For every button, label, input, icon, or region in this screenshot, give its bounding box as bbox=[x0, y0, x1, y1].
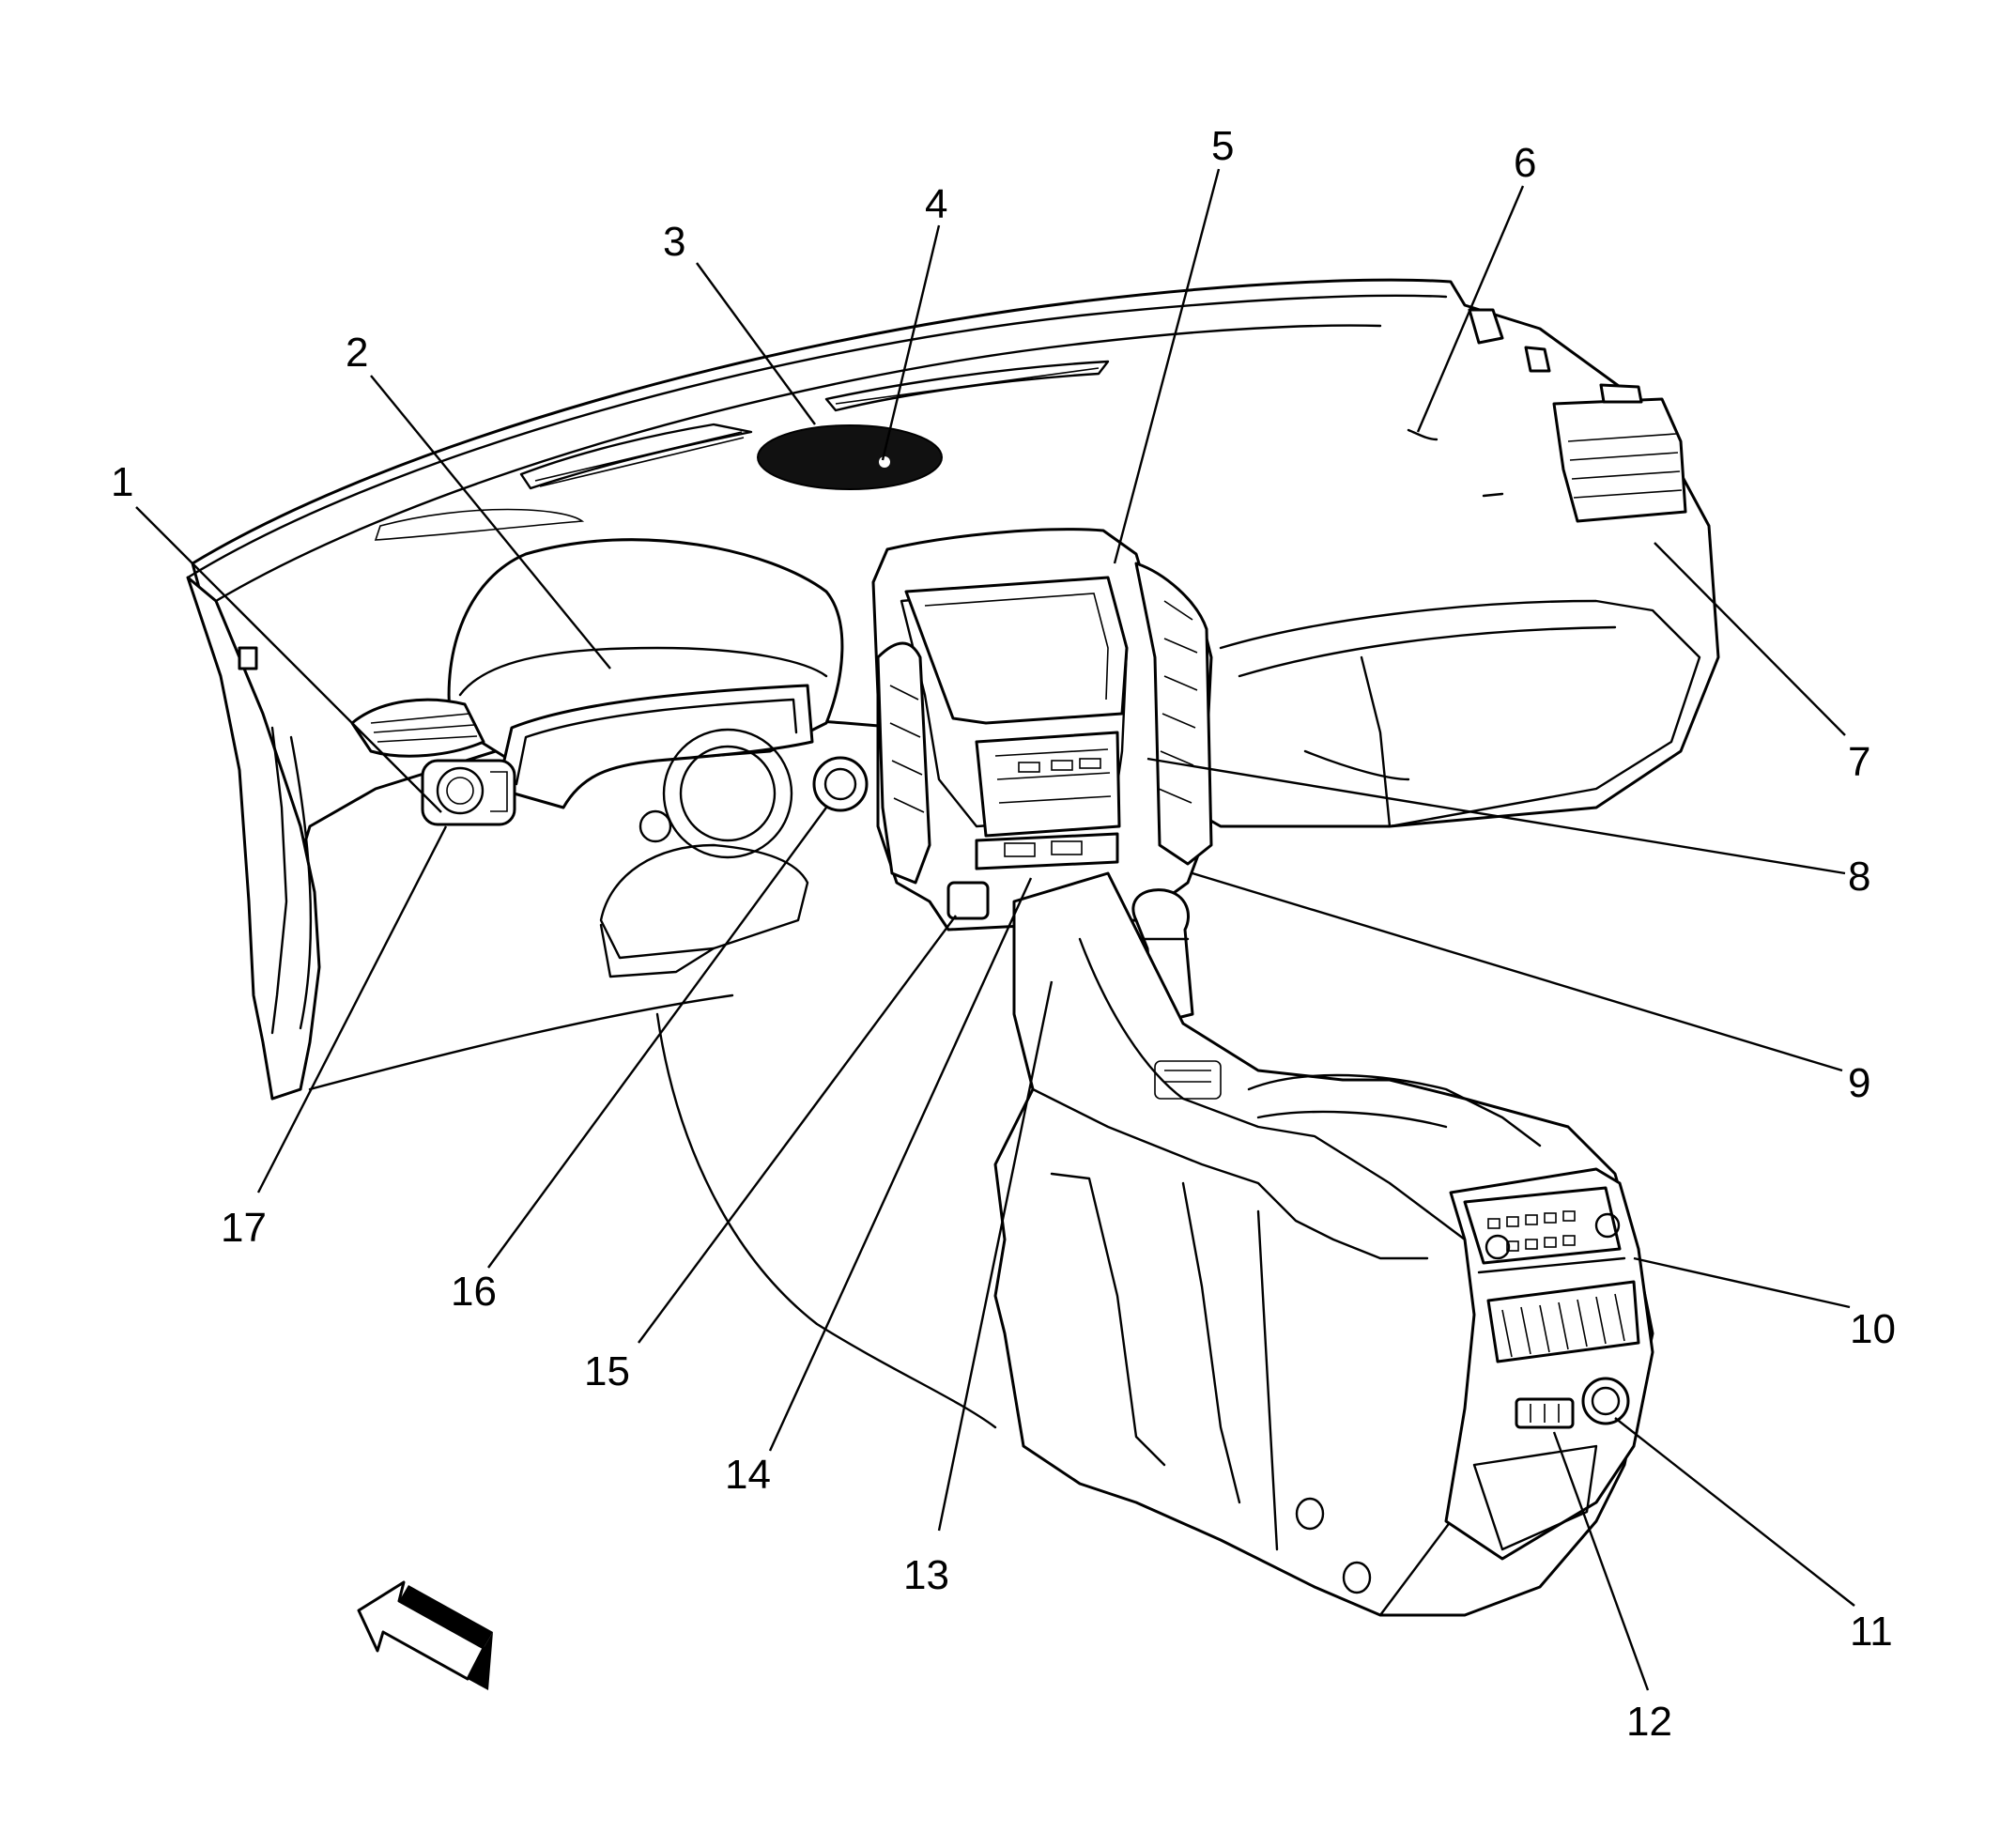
callout-15: 15 bbox=[584, 1348, 630, 1394]
callout-9: 9 bbox=[1848, 1060, 1870, 1106]
stack-lower-left-switch bbox=[946, 881, 990, 920]
shift-lever bbox=[1131, 888, 1194, 1025]
hazard-switch-row bbox=[975, 832, 1119, 870]
leader-7 bbox=[1654, 542, 1846, 736]
callout-11: 11 bbox=[1850, 1609, 1893, 1655]
leader-6 bbox=[1416, 185, 1525, 433]
rear-power-outlet bbox=[1581, 1377, 1630, 1425]
climate-control-panel bbox=[975, 731, 1121, 838]
callout-13: 13 bbox=[903, 1552, 949, 1598]
leader-11 bbox=[1614, 1417, 1855, 1607]
callout-4: 4 bbox=[925, 181, 947, 227]
leader-16 bbox=[487, 807, 827, 1269]
callout-17: 17 bbox=[221, 1205, 267, 1251]
sun-sensor bbox=[757, 424, 943, 490]
callout-16: 16 bbox=[451, 1269, 497, 1315]
callout-2: 2 bbox=[346, 330, 368, 376]
right-outboard-vent bbox=[1552, 397, 1687, 523]
center-stack-right-vent bbox=[1134, 562, 1213, 866]
rear-climate-controls bbox=[1463, 1186, 1622, 1265]
instrument-cluster bbox=[496, 684, 814, 809]
callout-6: 6 bbox=[1514, 140, 1536, 186]
callout-7: 7 bbox=[1848, 739, 1870, 785]
callout-12: 12 bbox=[1626, 1699, 1672, 1745]
callout-3: 3 bbox=[663, 219, 685, 265]
leader-10 bbox=[1633, 1256, 1851, 1309]
leader-8 bbox=[1146, 757, 1846, 875]
leader-1 bbox=[135, 506, 442, 813]
center-display-screen bbox=[904, 576, 1129, 725]
cluster-side-knob bbox=[812, 756, 869, 812]
left-end-cap bbox=[186, 576, 321, 1101]
leader-9 bbox=[1192, 871, 1843, 1072]
callout-labels: 1 2 3 4 5 6 7 8 9 10 11 12 13 14 15 16 1… bbox=[111, 123, 1896, 1745]
leader-5 bbox=[1113, 168, 1221, 564]
leader-15 bbox=[638, 915, 957, 1344]
leader-2 bbox=[370, 375, 611, 670]
leader-12 bbox=[1552, 1431, 1650, 1691]
leader-13 bbox=[937, 980, 1054, 1532]
leader-3 bbox=[696, 262, 816, 425]
callout-8: 8 bbox=[1848, 854, 1870, 900]
leader-14 bbox=[768, 877, 1033, 1452]
leader-4 bbox=[881, 224, 941, 461]
callout-5: 5 bbox=[1211, 123, 1234, 169]
leader-lines bbox=[135, 168, 1855, 1691]
callout-1: 1 bbox=[111, 459, 133, 505]
forward-arrow-icon bbox=[357, 1580, 493, 1690]
rear-console-vent bbox=[1486, 1280, 1640, 1363]
leader-17 bbox=[256, 825, 448, 1194]
callout-10: 10 bbox=[1850, 1306, 1896, 1352]
instrument-panel-drawing bbox=[186, 278, 1720, 1617]
callout-14: 14 bbox=[725, 1452, 771, 1498]
